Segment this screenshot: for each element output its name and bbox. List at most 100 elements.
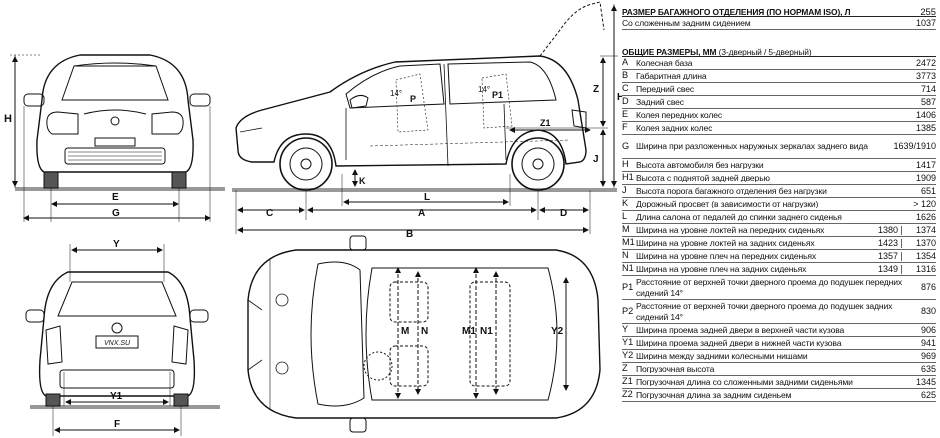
spec-row-code: M	[622, 224, 630, 235]
spec-row-value-5door: 1370	[915, 237, 936, 248]
spec-row-code: P2	[622, 305, 634, 316]
spec-row-value: 625	[920, 389, 936, 400]
front-view	[10, 54, 225, 222]
side-label-P1: P1	[492, 90, 503, 100]
spec-row-name: Колея передних колес	[636, 110, 723, 120]
spec-row-name: Ширина между задними колесными нишами	[636, 351, 808, 361]
spec-row-name: Высота порога багажного отделения без на…	[636, 186, 827, 196]
luggage-title: РАЗМЕР БАГАЖНОГО ОТДЕЛЕНИЯ (ПО НОРМАМ IS…	[622, 6, 851, 17]
rear-plate-text: VNX.SU	[104, 340, 131, 347]
side-label-K: K	[359, 176, 366, 186]
side-label-H1: H1	[617, 92, 622, 103]
spec-row-name: Дорожный просвет (в зависимости от нагру…	[636, 199, 819, 209]
luggage-value: 255	[920, 5, 936, 17]
spec-row-name: Ширина проема задней двери в нижней част…	[636, 338, 842, 348]
spec-row-code: Z2	[622, 389, 633, 400]
spec-row-name: Погрузочная высота	[636, 364, 715, 374]
top-label-M: M	[401, 326, 409, 337]
spec-row-code: G	[622, 140, 630, 151]
rear-ground	[30, 405, 220, 409]
rear-body-outline	[38, 271, 196, 397]
top-front-seat-left	[389, 281, 429, 323]
side-label-Z1: Z1	[540, 118, 551, 128]
rear-logo	[111, 322, 123, 334]
spec-row-name: Колея задних колес	[636, 123, 713, 133]
spec-row-value: 1417	[915, 159, 936, 170]
spec-row-value-3door: 1357	[864, 251, 902, 261]
spec-row-value: 830	[920, 306, 936, 316]
spec-row-code: A	[622, 57, 629, 68]
front-windshield	[61, 65, 169, 101]
spec-row-value-3door: 1349	[864, 264, 902, 274]
spec-table: РАЗМЕР БАГАЖНОГО ОТДЕЛЕНИЯ (ПО НОРМАМ IS…	[622, 0, 936, 402]
spec-row-code: K	[622, 198, 629, 209]
spec-row-code: N1	[622, 263, 634, 274]
spec-row-name: Передний свес	[636, 84, 694, 94]
rear-wheel-left	[45, 393, 61, 407]
side-label-C: C	[266, 208, 273, 219]
front-headlight-right	[151, 111, 184, 135]
spec-row-code: L	[622, 211, 628, 222]
top-steering-wheel	[363, 351, 393, 381]
side-label-L: L	[424, 192, 430, 203]
spec-row-code: N	[622, 250, 629, 261]
rear-wheel-right	[173, 393, 189, 407]
spec-row-code: B	[622, 70, 629, 81]
spec-row-value: 1406	[915, 109, 936, 120]
spec-row-name: Высота автомобиля без нагрузки	[636, 160, 764, 170]
overall-subtitle: (3-дверный / 5-дверный)	[718, 46, 812, 57]
top-label-Y2: Y2	[551, 326, 564, 337]
side-label-angle-front: 14°	[390, 89, 402, 98]
top-mirror-left	[349, 235, 367, 251]
overall-header: ОБЩИЕ РАЗМЕРЫ, ММ (3-дверный / 5-дверный…	[622, 44, 936, 57]
side-label-P: P	[410, 94, 416, 104]
spec-row-name: Колесная база	[636, 58, 693, 68]
spec-row-name: Ширина на уровне локтей на передних сиде…	[636, 225, 825, 235]
spec-row-name: Длина салона от педалей до спинки заднег…	[636, 212, 842, 222]
spec-row-value-5door: 1316	[915, 263, 936, 274]
rear-label-F: F	[114, 419, 120, 430]
car-dimension-drawing: H E G H1 Z J K Z1 P P1 14° 14° C L A D B…	[4, 1, 622, 436]
front-label-H: H	[4, 113, 12, 125]
spec-row-value: 1909	[915, 172, 936, 183]
spec-row-j: J Высота порога багажного отделения без н…	[622, 185, 936, 198]
front-label-E: E	[112, 192, 119, 203]
rear-label-Y1: Y1	[110, 391, 123, 402]
front-ground	[15, 187, 225, 191]
side-label-angle-rear: 14°	[478, 85, 490, 94]
spec-row-name: Расстояние от верхней точки дверного про…	[636, 276, 903, 298]
spec-row-value-3door: 1380	[864, 225, 902, 235]
spec-row-value: 587	[920, 96, 936, 107]
side-windows	[345, 63, 445, 109]
side-label-D: D	[560, 208, 567, 219]
front-headlight-left	[46, 111, 79, 135]
side-label-J: J	[593, 154, 599, 165]
luggage-row-value: 1037	[915, 17, 936, 28]
rear-mirror-left	[25, 309, 45, 323]
spec-row-name: Задний свес	[636, 97, 684, 107]
spec-row-code: J	[622, 185, 627, 196]
top-view	[247, 235, 601, 433]
spec-row-name: Ширина при разложенных наружных зеркалах…	[636, 141, 868, 151]
spec-row-value: 651	[920, 185, 936, 196]
spec-row-value: > 120	[913, 198, 936, 209]
front-label-G: G	[112, 208, 120, 219]
top-roof	[365, 267, 558, 401]
